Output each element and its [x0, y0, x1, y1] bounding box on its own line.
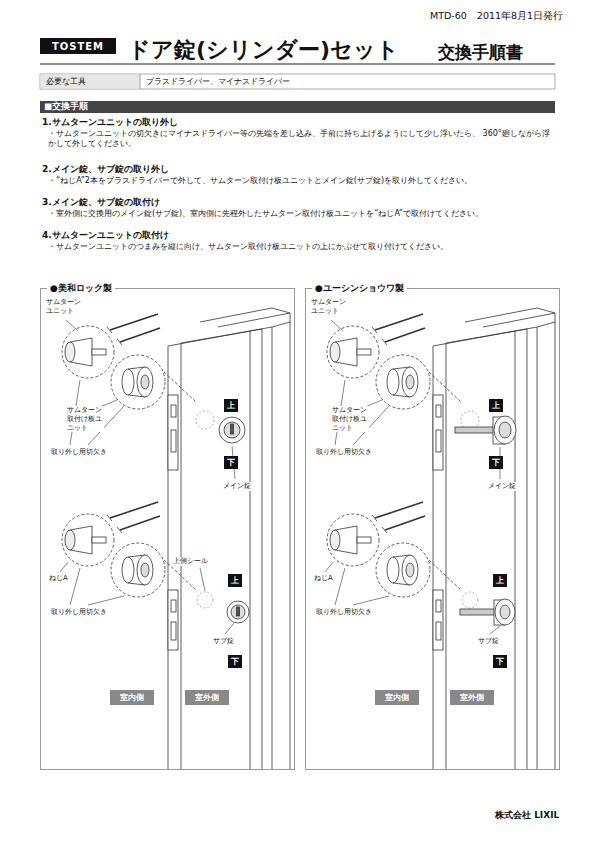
- section-bar: ■交換手順: [40, 101, 555, 113]
- logo-box: TOSTEM: [40, 38, 116, 54]
- direction-mark: 上: [489, 399, 503, 412]
- node-text: TOSTEM: [52, 41, 104, 52]
- node-text: 上: [492, 400, 500, 411]
- label-text: 3.メイン錠、サブ錠の取付け: [42, 197, 160, 208]
- label-text: ・サムターンユニットの切欠きにマイナスドライバー等の先端を差し込み、手前に持ち上…: [48, 129, 553, 149]
- node-text: 下: [496, 656, 504, 667]
- node-text: 室外側: [195, 693, 219, 703]
- label-text: サムターン取付け板ユニット: [66, 406, 104, 432]
- label-text: サブ錠: [477, 637, 500, 646]
- label-text: 取り外し用切欠き: [50, 448, 108, 457]
- label-text: 取り外し用切欠き: [315, 608, 373, 617]
- direction-mark: 上: [228, 574, 242, 587]
- node-text: 上: [496, 575, 504, 586]
- direction-mark: 下: [224, 456, 238, 469]
- side-tag: 室内側: [375, 690, 419, 705]
- node-text: ●美和ロック製: [47, 282, 115, 295]
- side-tag: 室外側: [450, 690, 494, 705]
- label-text: 上側シール: [172, 557, 209, 566]
- label-text: ドア錠(シリンダー)セット: [128, 36, 399, 64]
- label-text: 2.メイン錠、サブ錠の取り外し: [42, 164, 169, 175]
- label-text: ねじA: [48, 574, 69, 583]
- node-text: 室内側: [385, 693, 409, 703]
- maker-panel: ●美和ロック製上下上下室内側室外側: [40, 288, 295, 770]
- node-text: 上: [231, 575, 239, 586]
- node-text: ●ユーシンショウワ製: [312, 282, 407, 295]
- label-text: ねじA: [313, 574, 334, 583]
- direction-mark: 下: [228, 655, 242, 668]
- side-tag: 室内側: [110, 690, 154, 705]
- label-text: 株式会社 LIXIL: [495, 810, 559, 821]
- label-text: 1.サムターンユニットの取り外し: [42, 117, 178, 128]
- label-text: ・室外側に交換用のメイン錠(サブ錠)、室内側に先程外したサムターン取付け板ユニッ…: [48, 209, 553, 219]
- label-text: 取り外し用切欠き: [50, 608, 108, 617]
- label-text: 交換手順書: [438, 42, 523, 63]
- direction-mark: 上: [493, 574, 507, 587]
- node-text: ■交換手順: [44, 101, 88, 113]
- label-text: サブ錠: [212, 637, 235, 646]
- node-text: 下: [492, 457, 500, 468]
- direction-mark: 下: [493, 655, 507, 668]
- label-text: 4.サムターンユニットの取付け: [42, 230, 169, 241]
- node-text: 下: [227, 457, 235, 468]
- direction-mark: 下: [489, 456, 503, 469]
- label-text: ・サムターンユニットのつまみを縦に向け、サムターン取付け板ユニットの上にかぶせて…: [48, 242, 553, 252]
- direction-mark: 上: [224, 399, 238, 412]
- label-text: メイン錠: [487, 482, 517, 491]
- node-text: 室外側: [460, 693, 484, 703]
- label-text: サムターン取付け板ユニット: [331, 406, 369, 432]
- label-text: ・“ねじA”2本をプラスドライバーで外して、サムターン取付け板ユニットとメイン錠…: [48, 176, 553, 186]
- label-text: サムターンユニット: [310, 298, 352, 316]
- label-text: MTD-60 2011年8月1日発行: [430, 10, 563, 22]
- label-text: 取り外し用切欠き: [315, 448, 373, 457]
- maker-panel: ●ユーシンショウワ製上下上下室内側室外側: [305, 288, 560, 770]
- node-text: 室内側: [120, 693, 144, 703]
- node-text: 下: [231, 656, 239, 667]
- label-text: 必要な工具: [46, 77, 86, 87]
- side-tag: 室外側: [185, 690, 229, 705]
- label-text: サムターンユニット: [45, 298, 87, 316]
- node-text: 上: [227, 400, 235, 411]
- label-text: プラスドライバー、マイナスドライバー: [146, 77, 290, 87]
- label-text: メイン錠: [222, 482, 252, 491]
